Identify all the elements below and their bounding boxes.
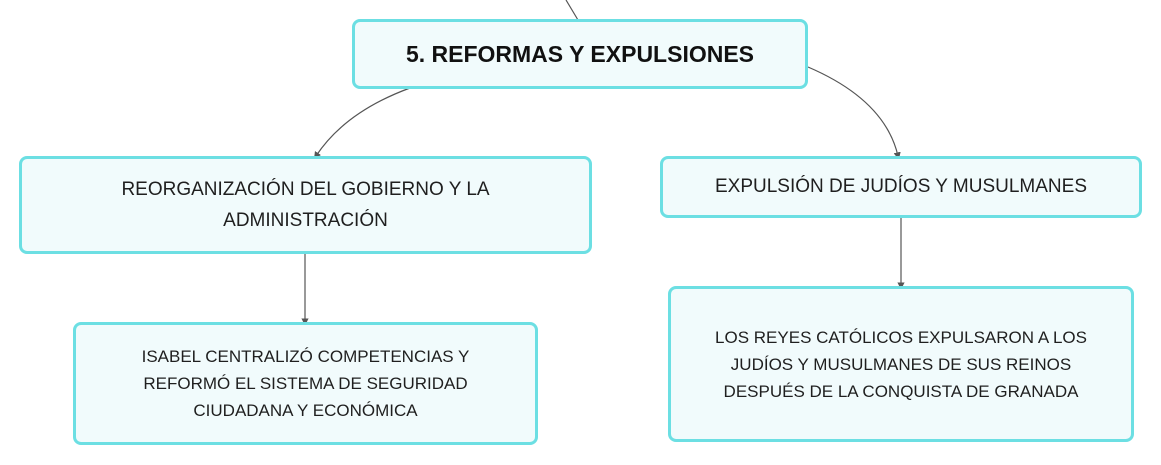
node-reorganizacion-gobierno-label: REORGANIZACIÓN DEL GOBIERNO Y LA ADMINIS… <box>121 179 490 231</box>
root-node-label: 5. REFORMAS Y EXPULSIONES <box>405 40 755 67</box>
connector-parent-to-root <box>565 0 579 21</box>
node-reyes-catolicos-expulsaron[interactable]: LOS REYES CATÓLICOS EXPULSARON A LOS JUD… <box>668 286 1134 442</box>
node-isabel-centralizo-label: ISABEL CENTRALIZÓ COMPETENCIAS Y REFORMÓ… <box>141 347 470 420</box>
node-reorganizacion-gobierno[interactable]: REORGANIZACIÓN DEL GOBIERNO Y LA ADMINIS… <box>19 156 592 254</box>
connector-root-to-left <box>314 87 411 160</box>
node-expulsion-judios-musulmanes-label: EXPULSIÓN DE JUDÍOS Y MUSULMANES <box>714 176 1087 197</box>
node-expulsion-judios-musulmanes[interactable]: EXPULSIÓN DE JUDÍOS Y MUSULMANES <box>660 156 1142 218</box>
connector-root-to-right <box>807 66 901 160</box>
node-isabel-centralizo[interactable]: ISABEL CENTRALIZÓ COMPETENCIAS Y REFORMÓ… <box>73 322 538 445</box>
root-node[interactable]: 5. REFORMAS Y EXPULSIONES <box>352 19 808 89</box>
node-reyes-catolicos-expulsaron-label: LOS REYES CATÓLICOS EXPULSARON A LOS JUD… <box>715 327 1087 401</box>
